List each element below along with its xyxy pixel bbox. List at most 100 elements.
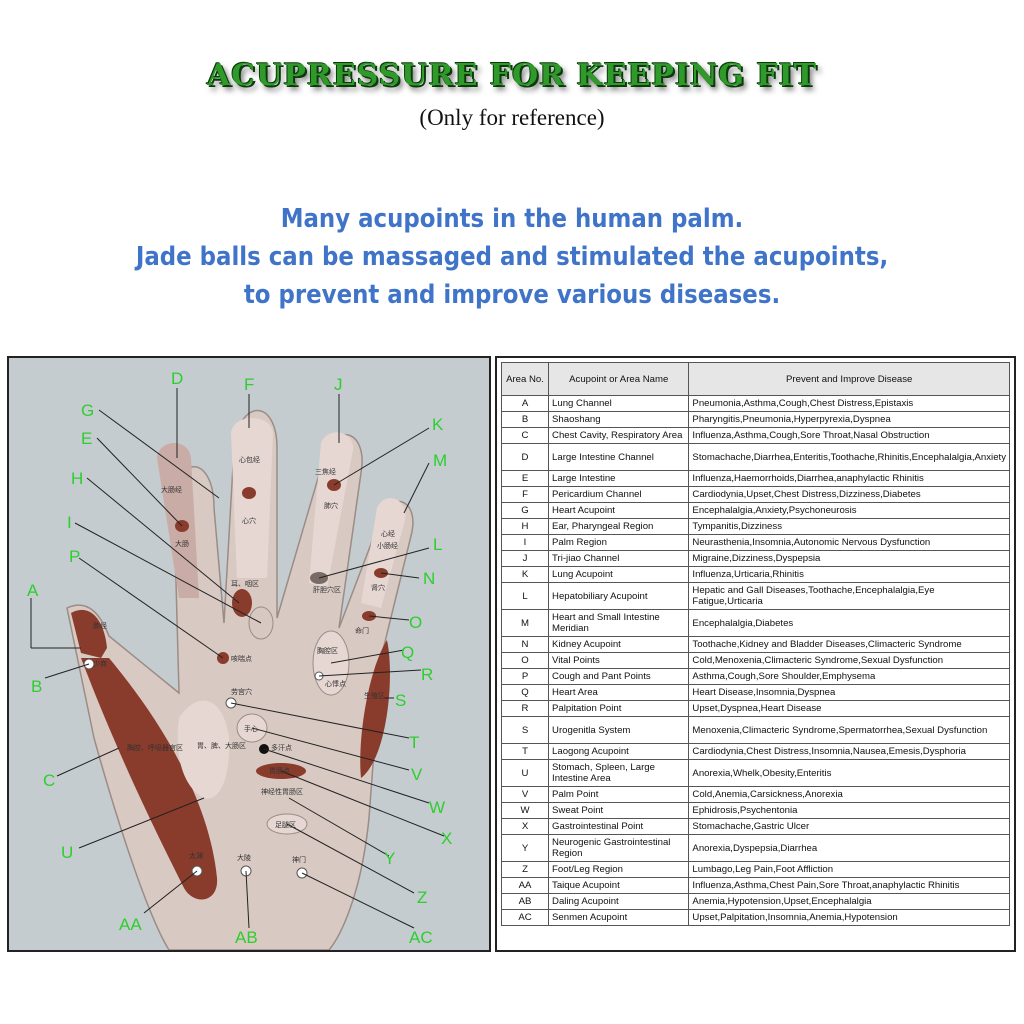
cell-acupoint-name: Large Intestine [548, 470, 690, 487]
cell-acupoint-name: Shaoshang [548, 411, 690, 428]
cell-area-no: K [500, 566, 550, 583]
header-acupoint-name: Acupoint or Area Name [548, 362, 690, 396]
cell-disease: Toothache,Kidney and Bladder Diseases,Cl… [688, 636, 1010, 653]
cn-neuro-gastro: 神经性胃肠区 [261, 787, 303, 796]
cell-disease: Lumbago,Leg Pain,Foot Affliction [688, 861, 1010, 878]
cn-taiyuan: 太渊 [189, 851, 203, 860]
cell-acupoint-name: Heart and Small Intestine Meridian [548, 609, 690, 637]
cn-palm-center: 手心 [244, 724, 258, 733]
label-u: U [61, 843, 73, 862]
cell-acupoint-name: Ear, Pharyngeal Region [548, 518, 690, 535]
table-header-row: Area No. Acupoint or Area Name Prevent a… [500, 362, 1010, 396]
cell-acupoint-name: Neurogenic Gastrointestinal Region [548, 834, 690, 862]
label-k: K [432, 415, 444, 434]
palm-diagram: A B C D E F G H I J K L M N O P Q R S T … [7, 356, 491, 952]
cn-large-intestine-channel: 大肠经 [161, 485, 182, 494]
cell-acupoint-name: Palm Region [548, 534, 690, 551]
heart-small-intestine-channel [361, 498, 406, 608]
disease-table-panel: Area No. Acupoint or Area Name Prevent a… [495, 356, 1016, 952]
cell-area-no: U [500, 759, 550, 787]
cell-area-no: T [500, 743, 550, 760]
cell-disease: Cold,Menoxenia,Climacteric Syndrome,Sexu… [688, 652, 1010, 669]
label-o: O [409, 613, 422, 632]
leader-lines [30, 388, 445, 929]
label-f: F [244, 375, 254, 394]
label-s: S [395, 691, 406, 710]
cell-acupoint-name: Foot/Leg Region [548, 861, 690, 878]
label-m: M [433, 451, 447, 470]
cell-area-no: M [500, 609, 550, 637]
cell-disease: Upset,Dyspnea,Heart Disease [688, 700, 1010, 717]
cell-area-no: R [500, 700, 550, 717]
cell-area-no: Y [500, 834, 550, 862]
cell-acupoint-name: Palm Point [548, 786, 690, 803]
urogenital-band [360, 640, 390, 778]
disease-table: Area No. Acupoint or Area Name Prevent a… [500, 362, 1010, 926]
cell-acupoint-name: Pericardium Channel [548, 486, 690, 503]
cell-area-no: I [500, 534, 550, 551]
label-ac: AC [409, 928, 433, 947]
cell-disease: Tympanitis,Dizziness [688, 518, 1010, 535]
cn-pericardium-channel: 心包经 [239, 455, 260, 464]
cell-area-no: Z [500, 861, 550, 878]
cell-acupoint-name: Lung Channel [548, 395, 690, 412]
cell-area-no: V [500, 786, 550, 803]
header-area-no: Area No. [500, 362, 550, 396]
intro-text: Many acupoints in the human palm. Jade b… [61, 200, 962, 314]
cell-area-no: AC [500, 909, 550, 926]
cell-acupoint-name: Urogenitla System [548, 716, 690, 744]
cn-urogenital: 生殖区 [364, 691, 385, 700]
label-l: L [433, 535, 442, 554]
cn-heart-channel: 心经 [381, 529, 395, 538]
cell-area-no: N [500, 636, 550, 653]
cell-area-no: W [500, 802, 550, 819]
label-d: D [171, 369, 183, 388]
cell-area-no: S [500, 716, 550, 744]
palm-illustration: A B C D E F G H I J K L M N O P Q R S T … [9, 358, 489, 950]
label-a: A [27, 581, 39, 600]
cell-acupoint-name: Heart Area [548, 684, 690, 701]
cn-tri-jiao-channel: 三焦经 [315, 467, 336, 476]
cell-disease: Anorexia,Dyspepsia,Diarrhea [688, 834, 1010, 862]
cell-area-no: H [500, 518, 550, 535]
label-x: X [441, 829, 452, 848]
cell-acupoint-name: Heart Acupoint [548, 502, 690, 519]
cell-area-no: D [500, 443, 550, 471]
cell-acupoint-name: Hepatobiliary Acupoint [548, 582, 690, 610]
cell-disease: Influenza,Asthma,Cough,Sore Throat,Nasal… [688, 427, 1010, 444]
cell-disease: Influenza,Asthma,Chest Pain,Sore Throat,… [688, 877, 1010, 894]
cell-acupoint-name: Gastrointestinal Point [548, 818, 690, 835]
intro-line-1: Many acupoints in the human palm. [280, 204, 744, 234]
cell-disease: Stomachache,Gastric Ulcer [688, 818, 1010, 835]
cn-daling: 大陵 [237, 853, 251, 862]
cn-laogong: 劳宫穴 [231, 687, 252, 696]
label-c: C [43, 771, 55, 790]
label-w: W [429, 798, 445, 817]
cell-area-no: B [500, 411, 550, 428]
cell-area-no: J [500, 550, 550, 567]
cn-palpitation: 心悸点 [325, 679, 346, 688]
page-subtitle: (Only for reference) [419, 105, 605, 130]
lung-channel-region [81, 658, 218, 900]
label-j: J [334, 375, 343, 394]
cell-disease: Anorexia,Whelk,Obesity,Enteritis [688, 759, 1010, 787]
cell-disease: Encephalalgia,Diabetes [688, 609, 1010, 637]
cn-heart-point: 心穴 [242, 516, 256, 525]
cell-acupoint-name: Cough and Pant Points [548, 668, 690, 685]
cell-acupoint-name: Sweat Point [548, 802, 690, 819]
label-y: Y [384, 849, 395, 868]
